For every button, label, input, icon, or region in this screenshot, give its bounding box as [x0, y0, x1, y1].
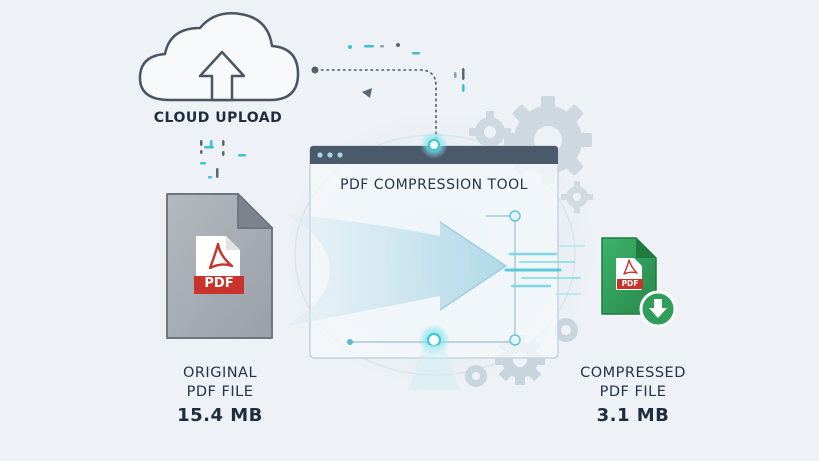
download-icon	[639, 290, 677, 328]
gear-icon-right	[561, 181, 593, 213]
particles	[200, 43, 465, 179]
acrobat-icon	[208, 242, 234, 270]
node	[509, 334, 521, 346]
original-pdf-badge: PDF	[204, 276, 234, 291]
cloud-upload-icon	[138, 12, 300, 102]
connector-start-dot	[311, 66, 319, 74]
compressed-file-caption-2: PDF FILE	[599, 384, 667, 400]
compressed-file-caption: COMPRESSED	[580, 365, 686, 381]
compressed-file-size: 3.1 MB	[596, 405, 670, 426]
connector-line	[315, 69, 437, 139]
node	[428, 139, 440, 151]
speed-lines	[504, 245, 585, 295]
original-pdf-file-icon	[166, 193, 273, 339]
original-file-caption-2: PDF FILE	[186, 384, 254, 400]
original-file-size: 15.4 MB	[177, 405, 263, 426]
light-cone	[408, 345, 460, 390]
node	[347, 339, 353, 345]
node	[509, 210, 521, 222]
original-file-caption: ORIGINAL	[182, 365, 258, 381]
compression-arrow-outline	[439, 221, 508, 311]
tool-title: PDF COMPRESSION TOOL	[340, 177, 528, 193]
compressed-pdf-file-icon	[601, 237, 657, 315]
cloud-upload-label: CLOUD UPLOAD	[153, 110, 283, 126]
node	[427, 333, 441, 347]
compression-arrow	[286, 214, 506, 326]
compressed-pdf-badge: PDF	[621, 279, 639, 288]
